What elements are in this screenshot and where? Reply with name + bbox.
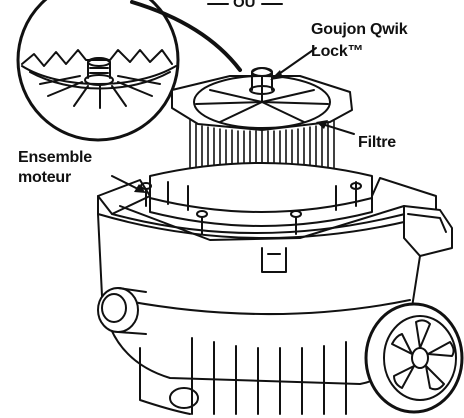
leader-arrowheads	[134, 70, 328, 193]
zoom-callout	[16, 0, 242, 142]
header-fragment: OU	[233, 0, 256, 11]
motor-assembly	[140, 162, 373, 235]
label-goujon-line1: Goujon Qwik	[311, 21, 408, 38]
label-ensemble-line1: Ensemble	[18, 149, 92, 166]
label-filtre: Filtre	[358, 134, 396, 151]
rear-wheel	[364, 302, 464, 414]
label-goujon-line2: Lock™	[311, 43, 364, 60]
leader-lines	[111, 47, 355, 191]
tank-rim	[97, 177, 453, 273]
label-ensemble-line2: moteur	[18, 169, 72, 186]
filter-cap	[171, 67, 353, 131]
